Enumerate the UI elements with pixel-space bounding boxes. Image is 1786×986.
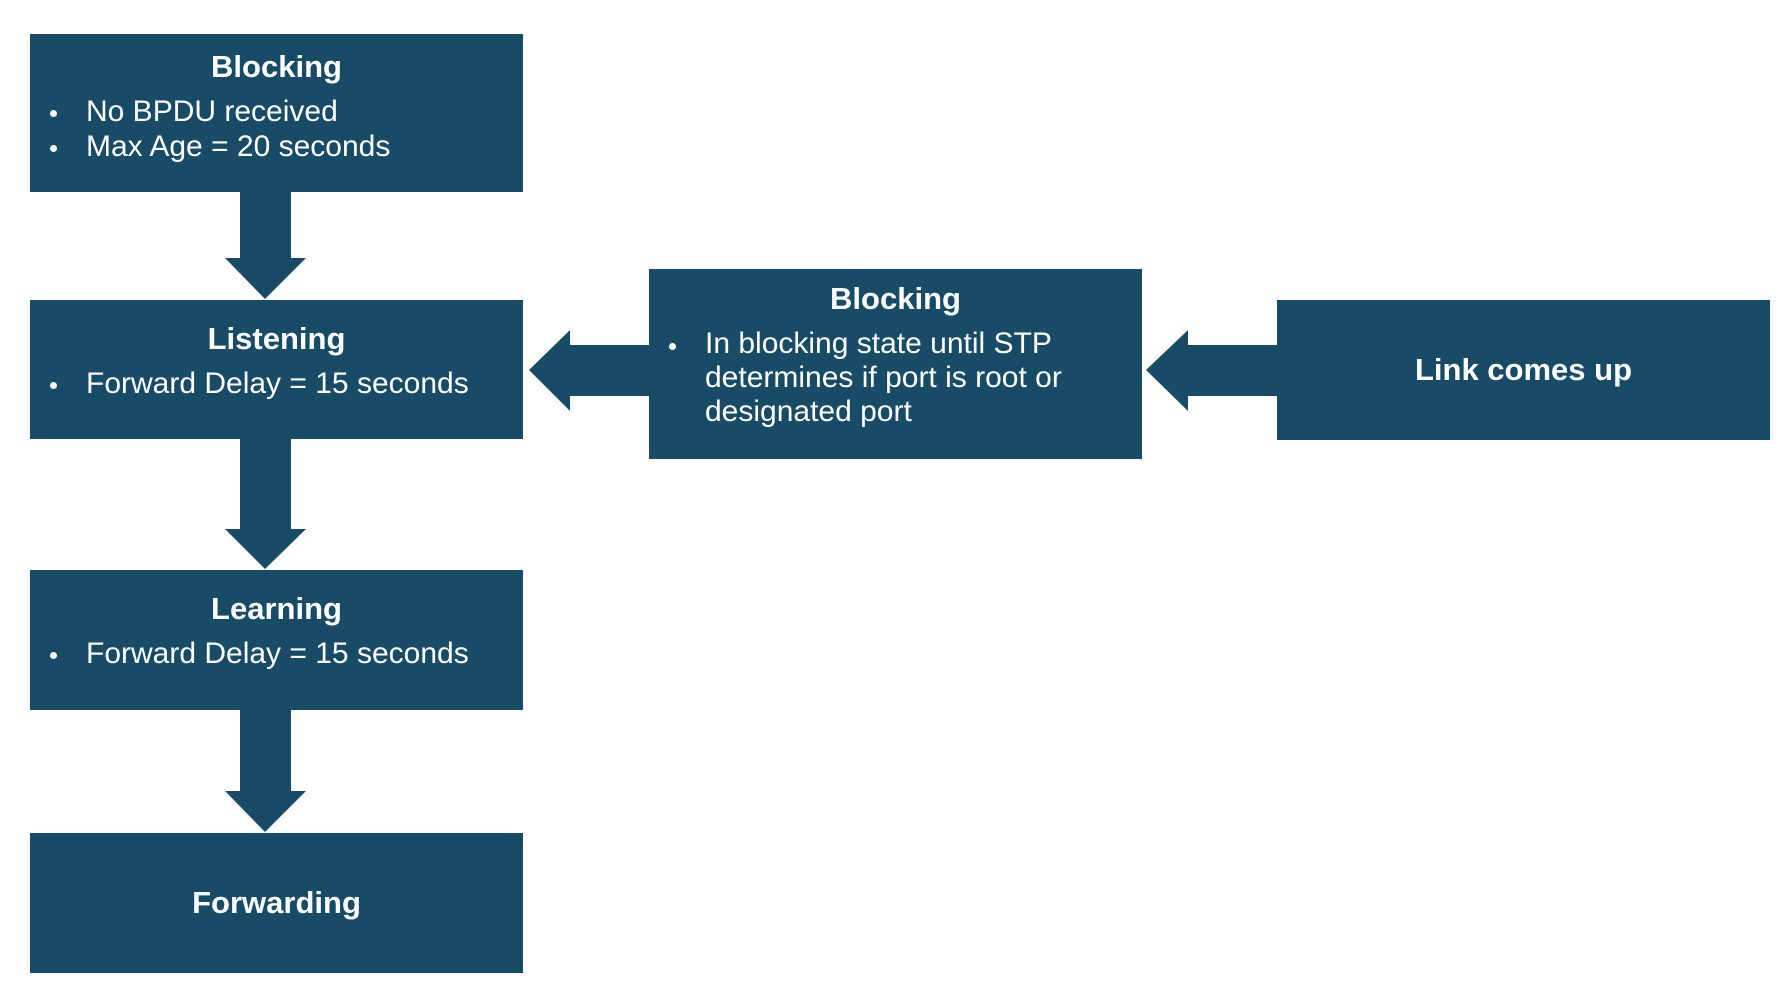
node-title: Listening [207,321,346,356]
node-bullets: In blocking state until STP determines i… [649,327,1142,429]
node-learning: Learning Forward Delay = 15 seconds [30,570,523,710]
node-title: Link comes up [1414,352,1633,387]
node-bullets: No BPDU received Max Age = 20 seconds [30,94,523,164]
arrow-down-3 [225,709,306,832]
node-link-comes-up: Link comes up [1277,300,1770,440]
node-blocking-mid: Blocking In blocking state until STP det… [649,269,1142,459]
arrow-down-2 [225,438,306,569]
bullet-item: In blocking state until STP determines i… [649,327,1122,429]
node-listening: Listening Forward Delay = 15 seconds [30,300,523,439]
bullet-item: Forward Delay = 15 seconds [30,366,523,401]
bullet-item: Max Age = 20 seconds [30,129,523,164]
node-blocking-top: Blocking No BPDU received Max Age = 20 s… [30,34,523,192]
node-bullets: Forward Delay = 15 seconds [30,636,523,671]
arrow-left-2 [1146,330,1278,411]
node-title: Forwarding [192,885,361,920]
node-title: Blocking [830,281,961,316]
arrow-down-1 [225,191,306,299]
node-forwarding: Forwarding [30,833,523,973]
bullet-item: Forward Delay = 15 seconds [30,636,523,671]
arrow-left-1 [529,330,650,411]
bullet-item: No BPDU received [30,94,523,129]
node-title: Learning [211,591,342,626]
node-bullets: Forward Delay = 15 seconds [30,366,523,401]
node-title: Blocking [211,49,342,84]
